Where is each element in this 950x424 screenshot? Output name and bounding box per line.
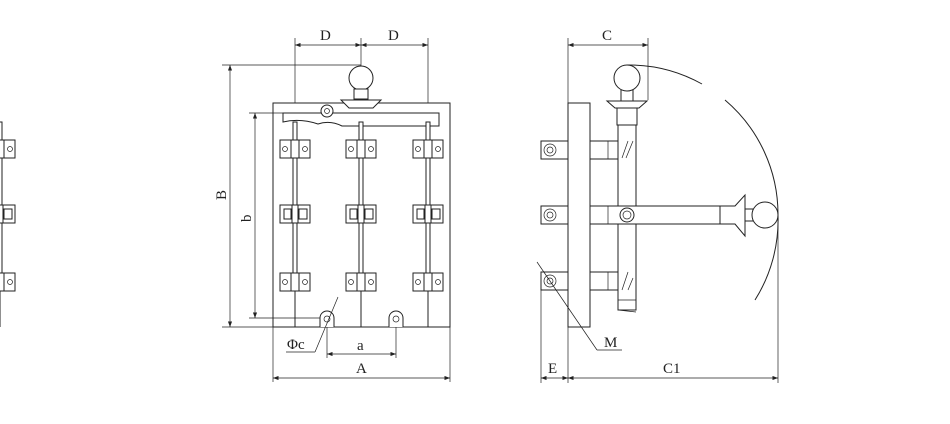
mounting-hole-right	[388, 310, 404, 327]
side-handle-ball	[751, 201, 779, 229]
dim-E: E	[548, 361, 557, 377]
mounting-hole-left	[319, 310, 335, 327]
side-handle	[589, 205, 721, 225]
dim-a: a	[357, 338, 364, 354]
front-view: D D B b a A Φc	[0, 28, 451, 382]
dim-b: b	[239, 215, 255, 223]
dim-A: A	[356, 361, 367, 377]
side-view: C E C1 M	[536, 28, 779, 383]
dim-D-left: D	[320, 28, 331, 44]
dim-C1: C1	[663, 361, 681, 377]
crossbar	[282, 112, 440, 127]
side-handle-ball-top	[613, 64, 641, 92]
dim-phi-c: Φc	[287, 337, 305, 353]
side-base-plate	[567, 102, 591, 328]
dim-C: C	[602, 28, 612, 44]
dim-D-right: D	[388, 28, 399, 44]
dim-M: M	[604, 335, 617, 351]
swing-arc	[626, 64, 703, 85]
dim-B: B	[214, 190, 230, 200]
handle-ball	[348, 65, 374, 91]
phase-blades	[0, 121, 16, 327]
